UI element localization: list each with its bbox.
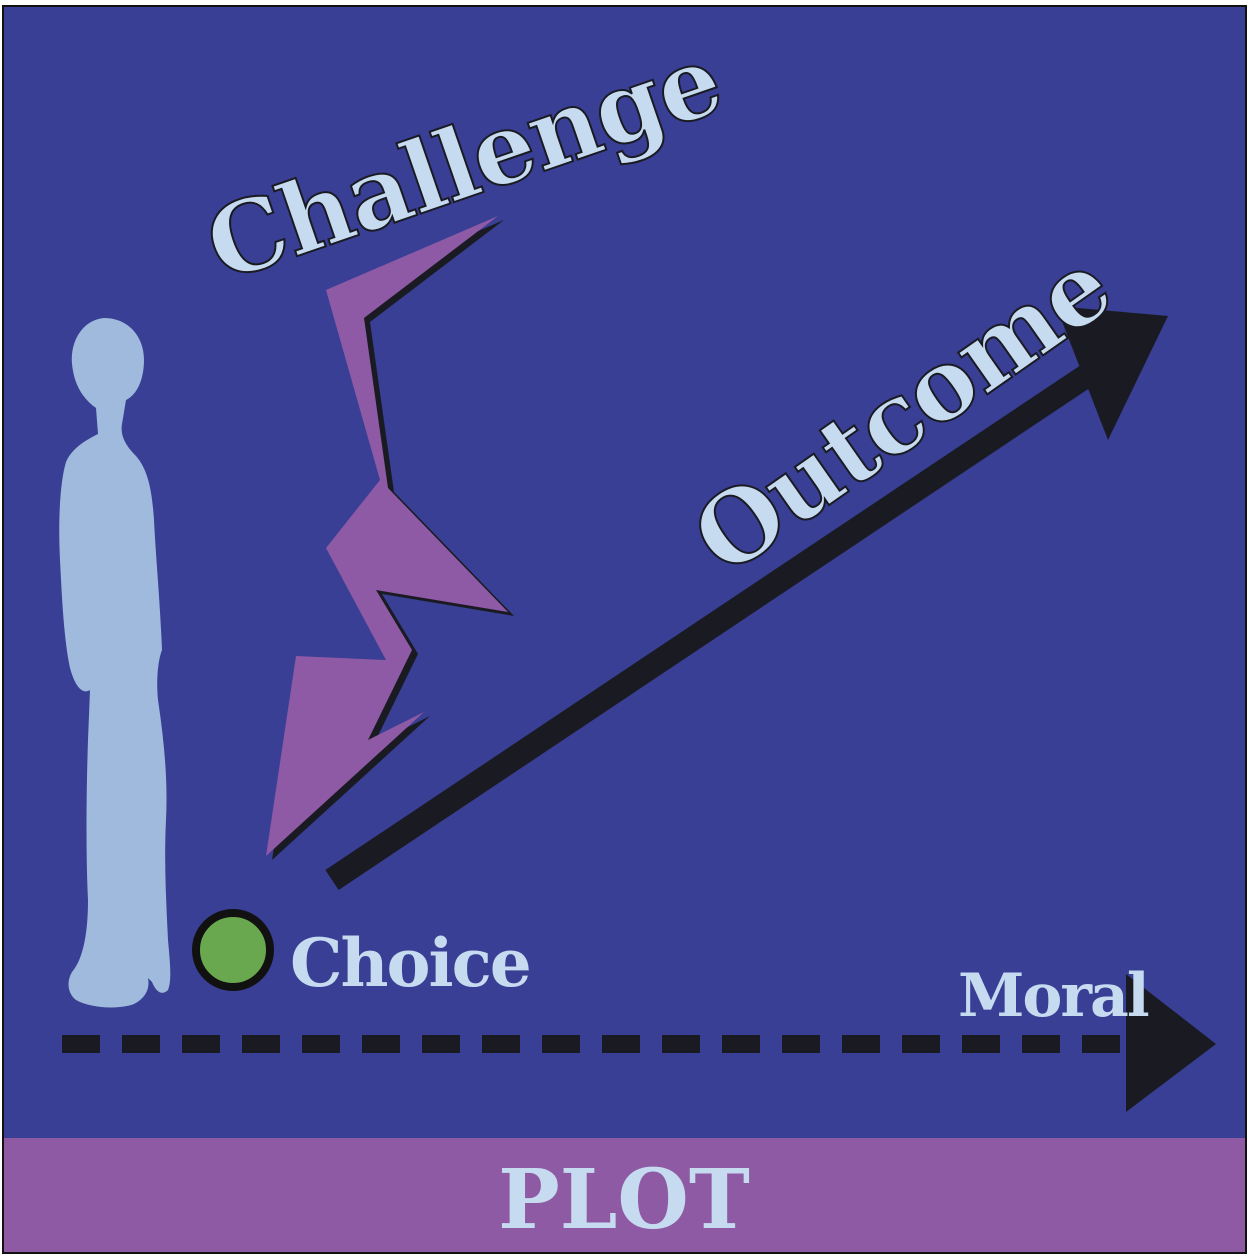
choice-label: Choice bbox=[290, 924, 530, 1002]
outcome-arrowhead bbox=[1056, 306, 1168, 440]
moral-arrowhead bbox=[1126, 974, 1216, 1112]
plot-footer-band bbox=[4, 1138, 1245, 1252]
moral-label: Moral bbox=[958, 961, 1149, 1031]
outcome-arrow-shaft bbox=[325, 350, 1117, 890]
challenge-zigzag-arrow bbox=[266, 216, 508, 856]
choice-dot-icon bbox=[192, 909, 274, 991]
diagram-border bbox=[2, 5, 1247, 1254]
plot-title: PLOT bbox=[498, 1152, 750, 1248]
person-silhouette-icon bbox=[59, 318, 171, 1008]
